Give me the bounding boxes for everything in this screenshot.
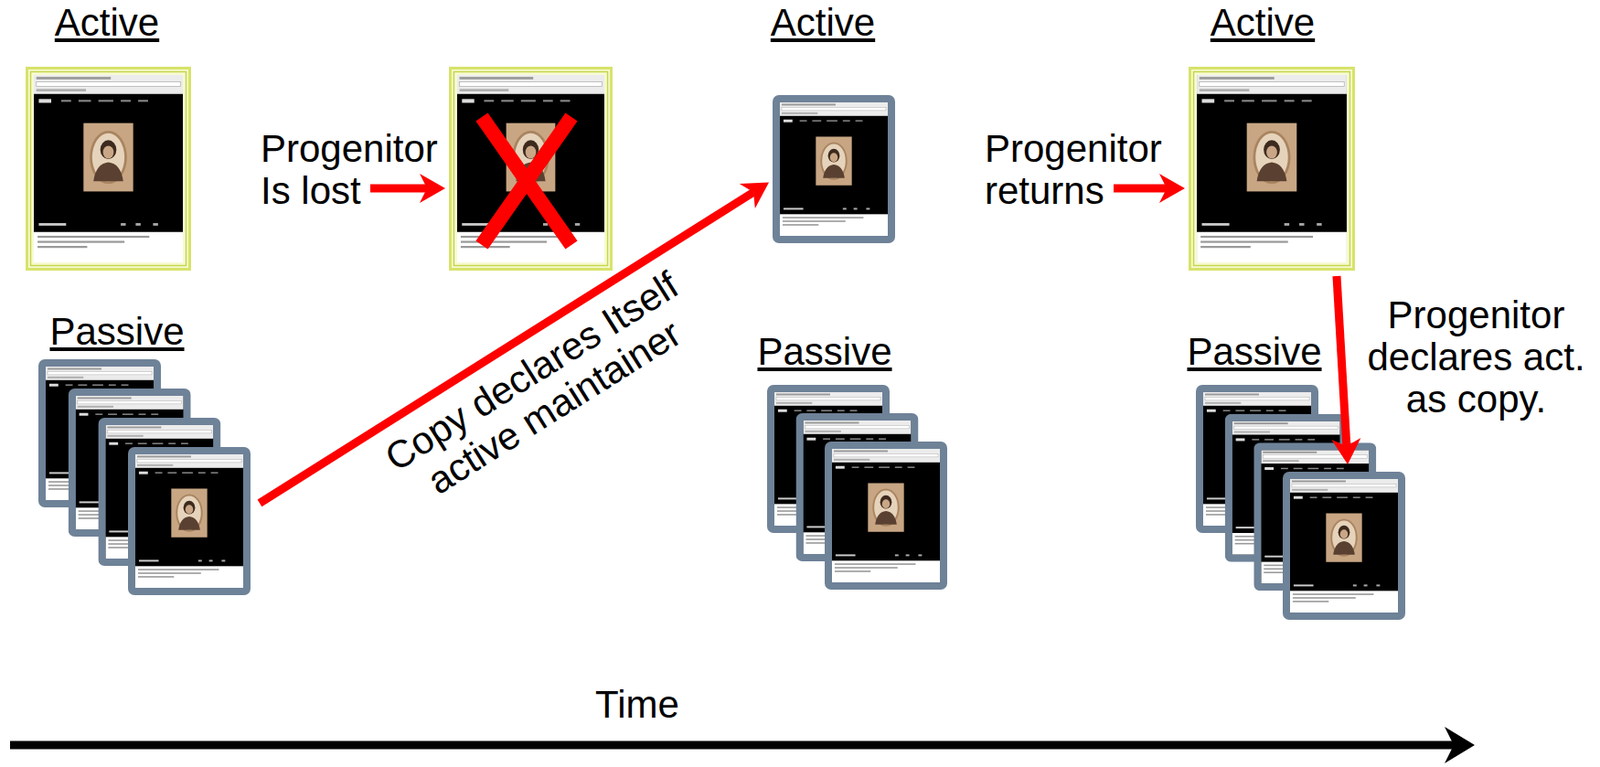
screenshot-node: Active [772, 1, 896, 244]
screenshot-node: Passive [767, 330, 948, 590]
arrow-head [1159, 173, 1185, 203]
active-copy-screenshot [772, 95, 896, 244]
annotation: Progenitor returns [984, 128, 1182, 213]
edge-label-holder: Copy declares Itself active maintainer [366, 256, 721, 523]
connector-line [1336, 276, 1347, 447]
passive-copy [128, 447, 251, 596]
screenshot-area [1188, 66, 1355, 271]
passive-copy [1282, 471, 1406, 620]
edge-label-holder: Progenitor declares act. as copy. [1364, 294, 1589, 421]
return-arrow [1113, 184, 1167, 193]
screenshot-node: Active [25, 1, 192, 271]
heading: Active [761, 1, 885, 44]
screenshot-area [1195, 384, 1406, 618]
arrow-connector [1331, 276, 1361, 465]
screenshot-area [767, 384, 948, 590]
arrow-head [739, 182, 769, 209]
active-screenshot [27, 68, 191, 270]
lost-screenshot [449, 68, 611, 270]
edge-label: Progenitor declares act. as copy. [1364, 294, 1589, 421]
annotation: Progenitor Is lost [260, 128, 453, 213]
time-axis [10, 741, 1456, 750]
passive-copy [824, 441, 948, 590]
screenshot-node: Active [1188, 1, 1355, 271]
heading: Passive [1150, 330, 1360, 374]
cross-mark [481, 117, 572, 246]
heading: Active [1179, 1, 1346, 44]
screenshot-area [38, 359, 251, 596]
arrow-head [1444, 726, 1475, 764]
heading: Passive [735, 330, 916, 374]
edge-label: Copy declares Itself active maintainer [366, 256, 721, 523]
arrow-head [1331, 437, 1361, 465]
active-screenshot [1190, 68, 1355, 270]
screenshot-node: Passive [38, 310, 251, 596]
heading: Passive [10, 310, 224, 353]
screenshot-area [772, 95, 896, 244]
arrow-head [419, 173, 446, 203]
screenshot-area [25, 66, 192, 271]
heading: Active [24, 1, 191, 44]
lost-arrow [370, 184, 427, 193]
annotation: Time [566, 683, 708, 726]
